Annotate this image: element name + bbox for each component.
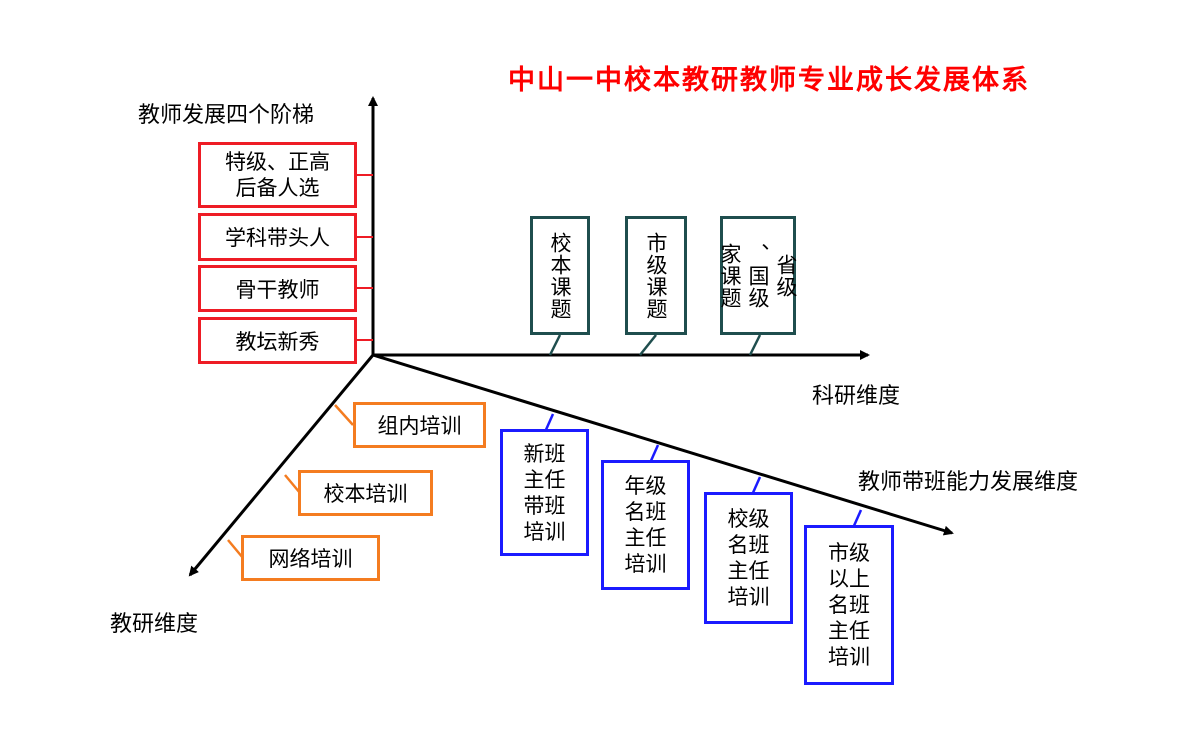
training-network: 网络培训 bbox=[241, 535, 380, 581]
class-training-city-line2: 以上 bbox=[828, 567, 870, 591]
research-axis-label: 科研维度 bbox=[812, 384, 901, 409]
class-training-city-line3: 名班 bbox=[828, 593, 870, 617]
class-training-new-line2: 主任 bbox=[523, 467, 566, 492]
ladder-level-subject-leader: 学科带头人 bbox=[198, 213, 357, 261]
research-project-city: 市级课题 bbox=[625, 216, 687, 335]
class-training-grade-line1: 年级 bbox=[624, 474, 667, 498]
training-school: 校本培训 bbox=[298, 470, 433, 516]
ladder-level-special: 特级、正高 后备人选 bbox=[198, 142, 357, 208]
class-training-school-line2: 名班 bbox=[727, 533, 770, 557]
class-ability-axis-label: 教师带班能力发展维度 bbox=[858, 470, 1079, 495]
research-project-provincial-col1: 省级 bbox=[774, 253, 798, 298]
ladder-level-subject-leader-label: 学科带头人 bbox=[225, 226, 330, 250]
research-project-school: 校本课题 bbox=[530, 216, 590, 335]
teaching-research-axis-label: 教研维度 bbox=[110, 612, 199, 637]
ladder-level-special-line1: 特级、正高 bbox=[225, 150, 330, 174]
research-project-city-label: 市级课题 bbox=[644, 231, 668, 320]
ladder-axis-label: 教师发展四个阶梯 bbox=[138, 103, 315, 128]
page-title: 中山一中校本教研教师专业成长发展体系 bbox=[508, 65, 1030, 96]
class-ability-axis bbox=[372, 353, 954, 536]
teaching-research-axis bbox=[188, 354, 375, 577]
class-training-new-line3: 带班 bbox=[523, 493, 566, 518]
class-training-school-line3: 主任 bbox=[727, 559, 770, 583]
research-project-provincial-col2: 、国级 bbox=[746, 242, 770, 309]
class-training-city: 市级 以上 名班 主任 培训 bbox=[804, 525, 894, 685]
ladder-level-newcomer: 教坛新秀 bbox=[198, 317, 357, 364]
research-project-provincial-col3: 家课题 bbox=[718, 242, 742, 309]
training-group: 组内培训 bbox=[353, 402, 486, 448]
training-school-label: 校本培训 bbox=[323, 482, 408, 506]
class-training-grade: 年级 名班 主任 培训 bbox=[601, 460, 690, 590]
class-training-city-line4: 主任 bbox=[828, 619, 870, 643]
class-training-new: 新班 主任 带班 培训 bbox=[500, 429, 589, 556]
class-training-school: 校级 名班 主任 培训 bbox=[704, 492, 793, 624]
class-training-new-line4: 培训 bbox=[523, 519, 566, 544]
research-project-school-label: 校本课题 bbox=[548, 231, 572, 320]
class-training-new-line1: 新班 bbox=[523, 441, 566, 466]
class-training-school-line4: 培训 bbox=[727, 585, 770, 609]
class-training-city-line5: 培训 bbox=[828, 645, 870, 669]
ladder-level-backbone: 骨干教师 bbox=[198, 265, 357, 312]
training-group-label: 组内培训 bbox=[377, 414, 462, 438]
research-project-provincial: 省级 、国级 家课题 bbox=[718, 216, 798, 335]
training-network-label: 网络培训 bbox=[268, 547, 353, 571]
class-training-grade-line4: 培训 bbox=[624, 552, 667, 576]
class-training-grade-line3: 主任 bbox=[624, 526, 667, 550]
class-training-grade-line2: 名班 bbox=[624, 500, 667, 524]
ladder-level-newcomer-label: 教坛新秀 bbox=[235, 329, 320, 354]
ladder-level-special-line2: 后备人选 bbox=[235, 176, 320, 200]
class-training-school-line1: 校级 bbox=[727, 507, 770, 531]
ladder-level-backbone-label: 骨干教师 bbox=[235, 277, 320, 302]
class-training-city-line1: 市级 bbox=[828, 541, 870, 565]
